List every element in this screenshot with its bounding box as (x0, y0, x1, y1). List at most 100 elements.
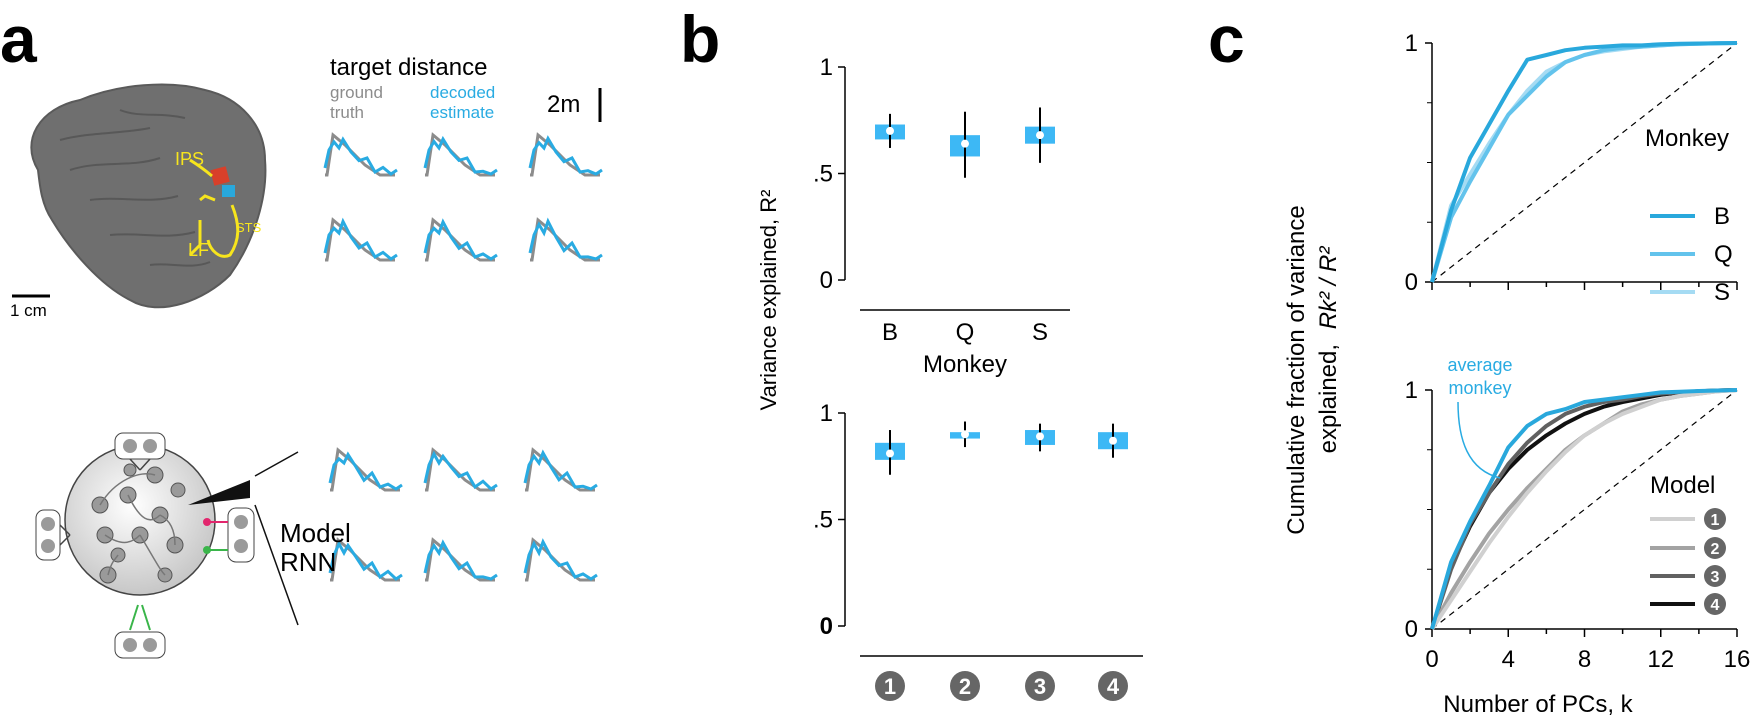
b-model-badge (950, 671, 980, 701)
c-annotation-line1: average (1447, 355, 1512, 375)
b-median-point (961, 139, 969, 148)
ground-truth-trace (425, 132, 495, 177)
label-sts: STS (236, 220, 262, 235)
amp-scale-label: 2m (547, 91, 580, 118)
decoded-trace (328, 451, 403, 491)
c-top-legend-label: S (1714, 279, 1730, 306)
trace-grid-bottom (328, 447, 598, 582)
c-x-tick-label: 4 (1502, 646, 1515, 673)
b-x-tick-label: Q (956, 319, 975, 346)
b-median-point (961, 430, 969, 439)
c-ylabel-math: Rk² / R² (1315, 246, 1342, 330)
trace-grid-top (323, 132, 603, 262)
b-y-tick-label: .5 (813, 507, 833, 534)
ground-truth-trace (425, 537, 495, 582)
c-annotation-line2: monkey (1448, 378, 1511, 398)
c-bottom-legend-badge (1704, 565, 1726, 587)
panel-c-letter: c (1208, 2, 1245, 76)
c-bottom-legend-label: 2 (1711, 541, 1720, 558)
b-x-tick-label: 1 (884, 674, 896, 699)
b-model-badge (875, 671, 905, 701)
b-model-badge (1025, 671, 1055, 701)
brain-region-red (210, 166, 230, 186)
label-ips: IPS (175, 149, 204, 169)
decoded-trace (323, 136, 398, 176)
model-rnn-label-2: RNN (280, 547, 336, 577)
c-x-tick-label: 0 (1425, 646, 1438, 673)
c-y-tick-label: 1 (1405, 377, 1418, 404)
c-y-tick-label: 0 (1405, 616, 1418, 643)
c-ylabel-explained: explained, (1315, 344, 1342, 453)
c-annotation-pointer (1457, 401, 1501, 479)
ground-truth-trace (425, 217, 495, 262)
scalebar-label: 1 cm (10, 301, 47, 320)
legend-truth: truth (330, 103, 364, 122)
decoded-trace (523, 449, 598, 491)
rnn-network-schematic (35, 432, 299, 659)
c-x-tick-label: 16 (1724, 646, 1750, 673)
c-y-tick-label: 1 (1405, 30, 1418, 57)
c-top-legend-title: Monkey (1645, 125, 1729, 152)
decoded-trace (423, 539, 498, 581)
c-xlabel: Number of PCs, k (1443, 691, 1633, 718)
decoded-trace (528, 217, 603, 261)
c-bottom-legend-badge (1704, 508, 1726, 530)
panel-b-letter: b (680, 2, 720, 76)
c-bottom-legend-label: 1 (1711, 512, 1720, 529)
c-bottom-legend-label: 3 (1711, 569, 1720, 586)
ground-truth-trace (325, 217, 395, 262)
b-median-point (1109, 436, 1117, 445)
c-top-legend-label: Q (1714, 241, 1733, 268)
b-x-tick-label: 2 (959, 674, 971, 699)
b-x-tick-label: B (882, 319, 898, 346)
b-x-tick-label: 3 (1034, 674, 1046, 699)
decoded-trace (423, 135, 498, 176)
c-y-tick-label: 0 (1405, 269, 1418, 296)
panel-a-letter: a (0, 2, 38, 76)
b-median-point (886, 126, 894, 135)
chart-b-bottom: 0.511234Model (813, 400, 1143, 701)
decoded-trace (323, 217, 398, 261)
ground-truth-trace (525, 537, 595, 582)
b-y-tick-label: .5 (813, 161, 833, 188)
brain-render: IPS LF STS (30, 83, 267, 309)
b-x-tick-label: 4 (1107, 674, 1120, 699)
c-bottom-legend-label: 4 (1711, 597, 1720, 614)
b-model-badge (1098, 671, 1128, 701)
ground-truth-trace (525, 447, 595, 492)
decoded-trace (423, 218, 498, 261)
b-x-axis-label: Monkey (923, 351, 1007, 378)
c-ylabel-line1: Cumulative fraction of variance (1283, 205, 1310, 534)
decoded-trace (423, 450, 498, 491)
c-x-tick-label: 8 (1578, 646, 1591, 673)
b-y-tick-label: 0 (820, 613, 833, 640)
c-ylabel-line2: explained, Rk² / R² (1315, 246, 1342, 454)
b-y-tick-label: 0 (820, 267, 833, 294)
b-median-point (886, 449, 894, 458)
c-bottom-legend-badge (1704, 593, 1726, 615)
c-top-legend-label: B (1714, 203, 1730, 230)
c-series-line (1430, 41, 1738, 283)
brain-region-blue (222, 185, 235, 197)
b-median-point (1036, 432, 1044, 441)
b-y-tick-label: 1 (820, 54, 833, 81)
c-bottom-legend-title: Model (1650, 472, 1715, 499)
legend-decoded: decoded (430, 83, 495, 102)
c-diagonal-reference (1431, 42, 1738, 283)
ground-truth-trace (530, 132, 600, 177)
b-y-tick-label: 1 (820, 400, 833, 427)
legend-estimate: estimate (430, 103, 494, 122)
b-median-point (1036, 131, 1044, 140)
decoded-trace (528, 135, 603, 176)
decoded-trace (523, 538, 598, 581)
c-series-line (1430, 388, 1738, 630)
model-rnn-label-1: Model (280, 518, 351, 548)
c-x-tick-label: 12 (1647, 646, 1674, 673)
ground-truth-trace (530, 217, 600, 262)
c-series-line (1430, 388, 1738, 631)
label-lf: LF (188, 240, 209, 260)
b-ylabel: Variance explained, R² (756, 190, 781, 411)
